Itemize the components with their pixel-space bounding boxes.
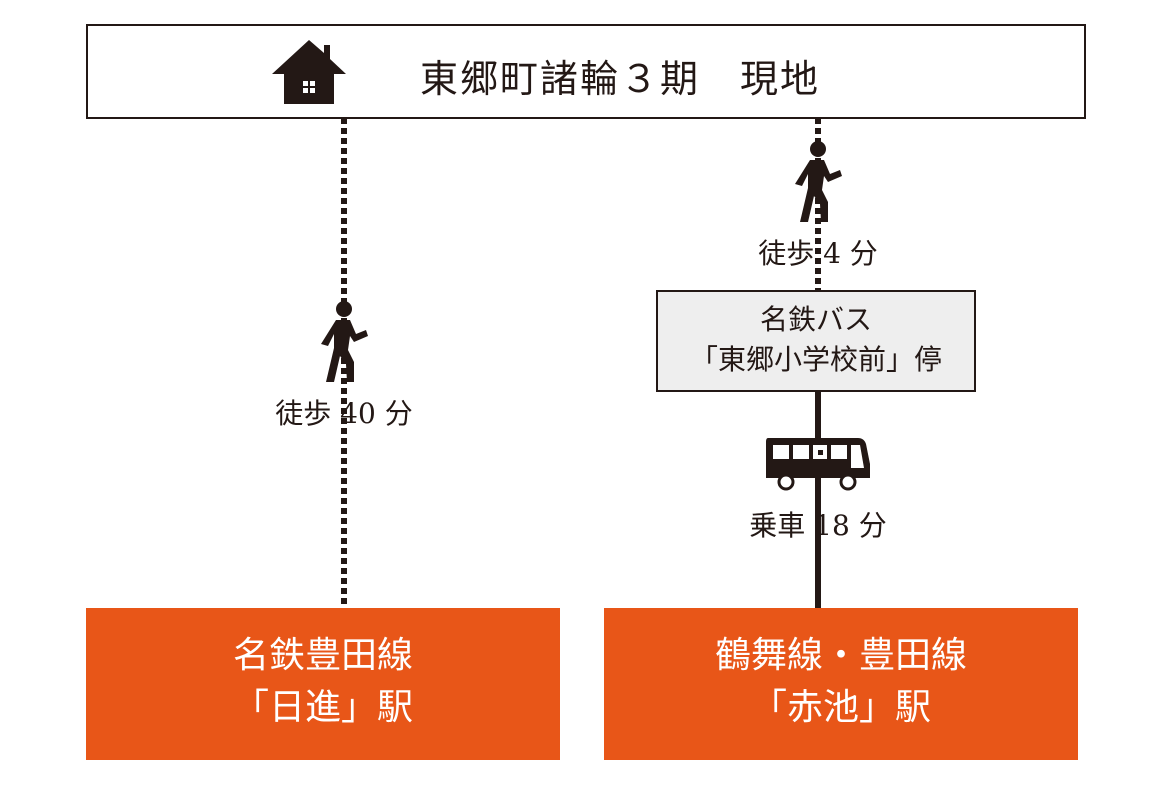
walk-time-right: 徒歩 4 分 — [758, 237, 878, 270]
house-icon — [272, 40, 346, 104]
bus-stop-box: 名鉄バス 「東郷小学校前」停 — [656, 290, 976, 392]
bus-path — [815, 392, 821, 608]
bus-icon — [766, 438, 870, 491]
walk-path-right — [815, 118, 821, 290]
station-box-akaike: 鶴舞線・豊田線 「赤池」駅 — [604, 608, 1078, 760]
bus-stop-name: 「東郷小学校前」停 — [689, 343, 942, 376]
walk-path-left — [341, 118, 347, 608]
station-line: 鶴舞線・豊田線 — [714, 635, 967, 676]
walking-person-icon — [795, 141, 842, 222]
station-line: 名鉄豊田線 — [232, 635, 413, 676]
station-name: 「赤池」駅 — [750, 687, 931, 728]
bus-ride-time: 乗車 18 分 — [749, 509, 887, 542]
bus-stop-operator: 名鉄バス — [759, 303, 872, 336]
site-title: 東郷町諸輪３期 現地 — [420, 57, 821, 101]
site-box — [86, 24, 1086, 119]
walk-time-left: 徒歩 40 分 — [275, 397, 413, 430]
station-box-nisshin: 名鉄豊田線 「日進」駅 — [86, 608, 560, 760]
station-name: 「日進」駅 — [232, 687, 413, 728]
walking-person-icon — [321, 301, 368, 382]
